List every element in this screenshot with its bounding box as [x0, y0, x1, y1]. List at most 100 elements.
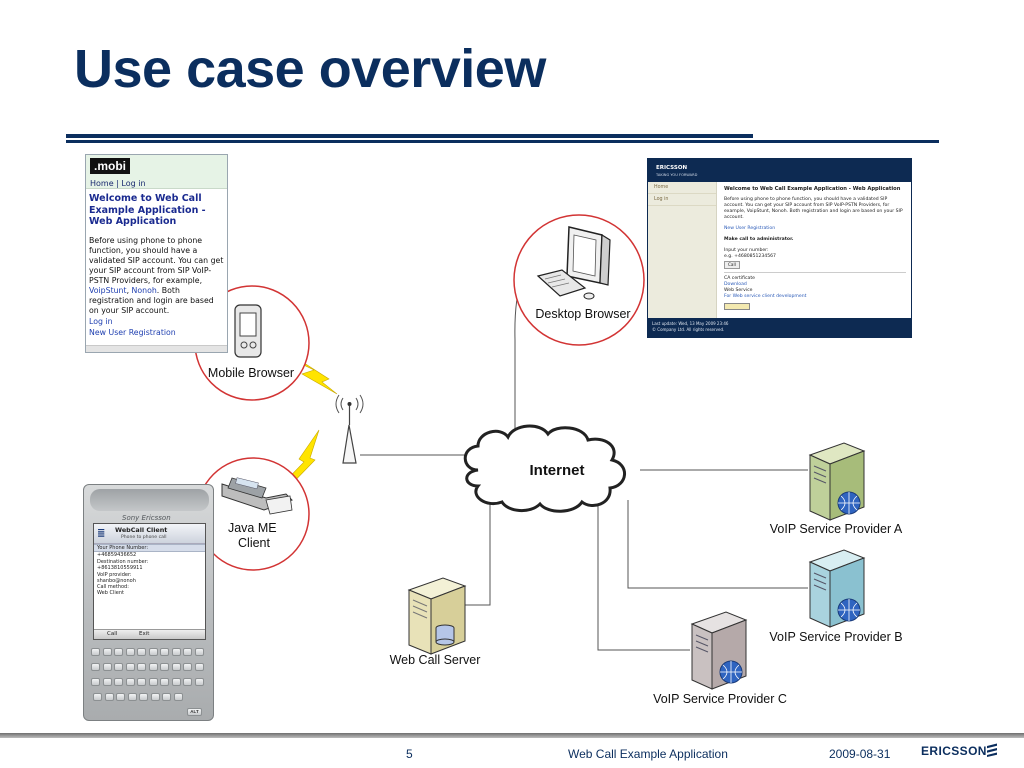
phone-key [194, 678, 204, 686]
footer-rule [0, 733, 1024, 738]
phone-app-title: WebCall Client [115, 526, 168, 534]
phone-key [183, 648, 192, 656]
desktop-tagline: TAKING YOU FORWARD [656, 173, 698, 177]
phone-key [150, 693, 160, 701]
desktop-ca-label: CA certificate [724, 272, 906, 282]
globe-icon [719, 660, 743, 684]
phone-key [125, 678, 135, 686]
mobile-nav: Home | Log in [90, 179, 146, 188]
phone-app-header: ≣ WebCall Client Phone to phone call [94, 524, 205, 544]
desktop-browser-ring [513, 214, 645, 346]
phone-key [93, 693, 102, 701]
phone-key [137, 678, 146, 686]
globe-icon [837, 491, 861, 515]
phone-key [148, 648, 158, 656]
connection-lines [360, 277, 808, 651]
desktop-main: Welcome to Web Call Example Application … [724, 186, 906, 313]
mobile-provider-link-1: VoipStunt [89, 285, 127, 295]
mobile-register-link: New User Registration [89, 328, 176, 338]
phone-softkey-exit: Exit [139, 631, 150, 637]
mobile-browser-label: Mobile Browser [208, 366, 294, 380]
desktop-sidebar: Home Log in [648, 182, 717, 320]
phone-key [139, 693, 148, 701]
desktop-footer-line-2: © Company Ltd. All rights reserved. [652, 326, 725, 332]
desktop-brand: ERICSSON [656, 165, 688, 171]
mobile-login-link: Log in [89, 317, 113, 327]
phone-key [116, 693, 125, 701]
phone-key [127, 693, 137, 701]
java-me-client-label-line-2: Client [238, 536, 270, 550]
mobile-statusbar [86, 345, 227, 352]
phone-device: Sony Ericsson ≣ WebCall Client Phone to … [83, 484, 214, 721]
phone-key [160, 663, 169, 671]
phone-key [114, 663, 123, 671]
globe-icon [837, 598, 861, 622]
desktop-footer: Last update: Wed, 13 May 2009 23:46 © Co… [648, 318, 911, 337]
phone-key [102, 663, 112, 671]
desktop-ca-link: Download [724, 282, 747, 287]
desktop-computer-icon [536, 226, 611, 300]
phone-alt-key: ALT [187, 708, 202, 716]
phone-label-own-number: Your Phone Number: [94, 544, 205, 552]
phone-key [91, 648, 100, 656]
slide-title: Use case overview [74, 39, 546, 99]
pda-icon [234, 304, 262, 358]
desktop-browser-label: Desktop Browser [535, 307, 630, 321]
mobi-logo: .mobi [90, 158, 130, 174]
ericsson-mark-icon: ≣ [97, 528, 106, 539]
desktop-heading: Welcome to Web Call Example Application … [724, 186, 901, 192]
phone-top-panel [90, 489, 209, 511]
voip-provider-a-label: VoIP Service Provider A [770, 522, 903, 536]
phone-key [148, 678, 158, 686]
phone-key [160, 678, 169, 686]
internet-label: Internet [529, 462, 584, 479]
voip-provider-c-label: VoIP Service Provider C [653, 692, 787, 706]
mobile-provider-link-2: Nonoh [131, 285, 157, 295]
phone-key [114, 678, 123, 686]
server-icon [407, 577, 467, 655]
desktop-ws-label: Web Service [724, 288, 753, 293]
footer-date: 2009-08-31 [829, 747, 891, 761]
footer-title: Web Call Example Application [568, 747, 728, 761]
phone-key [171, 678, 181, 686]
mobile-heading: Welcome to Web Call Example Application … [89, 193, 206, 227]
mobile-text-2: You can get your SIP account from SIP Vo… [89, 255, 224, 285]
desktop-header: ERICSSON TAKING YOU FORWARD [648, 159, 911, 182]
mobile-browser-screenshot: .mobi Home | Log in Welcome to Web Call … [85, 154, 228, 353]
desktop-text-1: Before using phone to phone function, yo… [724, 197, 903, 220]
phone-key [173, 693, 183, 701]
phone-label-provider: VoIP provider: [97, 572, 132, 578]
mobile-text: Before using phone to phone function, yo… [89, 235, 224, 316]
mobile-text-1: Before using phone to phone function, yo… [89, 235, 203, 265]
desktop-validation-badge [724, 303, 750, 310]
ericsson-logo: ERICSSON [921, 744, 987, 758]
desktop-nav-home: Home [648, 182, 716, 194]
phone-brand: Sony Ericsson [122, 514, 171, 522]
line-internet-voip-c [597, 504, 690, 651]
phone-key [171, 648, 181, 656]
phone-key [194, 663, 204, 671]
line-internet-server [465, 502, 491, 606]
desktop-input-label: Input your number: [724, 248, 769, 253]
phone-value-method: Web Client [97, 590, 124, 596]
title-rule-upper [66, 134, 753, 138]
phone-label-method: Call method: [97, 584, 129, 590]
desktop-ws-link: For Web service client development [724, 294, 807, 299]
phone-softkeys: Call Exit [94, 629, 205, 639]
phone-key [171, 663, 181, 671]
mobile-body: Welcome to Web Call Example Application … [86, 189, 227, 338]
phone-key [148, 663, 158, 671]
desktop-browser-screenshot: ERICSSON TAKING YOU FORWARD Home Log in … [647, 158, 912, 338]
mobile-phone-icon [221, 477, 293, 515]
mobile-text-3: Both registration and login are based on… [89, 285, 214, 316]
desktop-call-button: Call [724, 261, 740, 269]
phone-app-subtitle: Phone to phone call [121, 535, 167, 540]
java-me-client-label: Java ME Client [228, 521, 280, 550]
phone-key [194, 648, 204, 656]
cloud-icon [463, 424, 626, 513]
desktop-section-title: Make call to administrator. [724, 237, 794, 242]
phone-key [160, 648, 169, 656]
phone-screen: ≣ WebCall Client Phone to phone call You… [93, 523, 206, 640]
phone-keyboard: ALT [91, 648, 208, 718]
